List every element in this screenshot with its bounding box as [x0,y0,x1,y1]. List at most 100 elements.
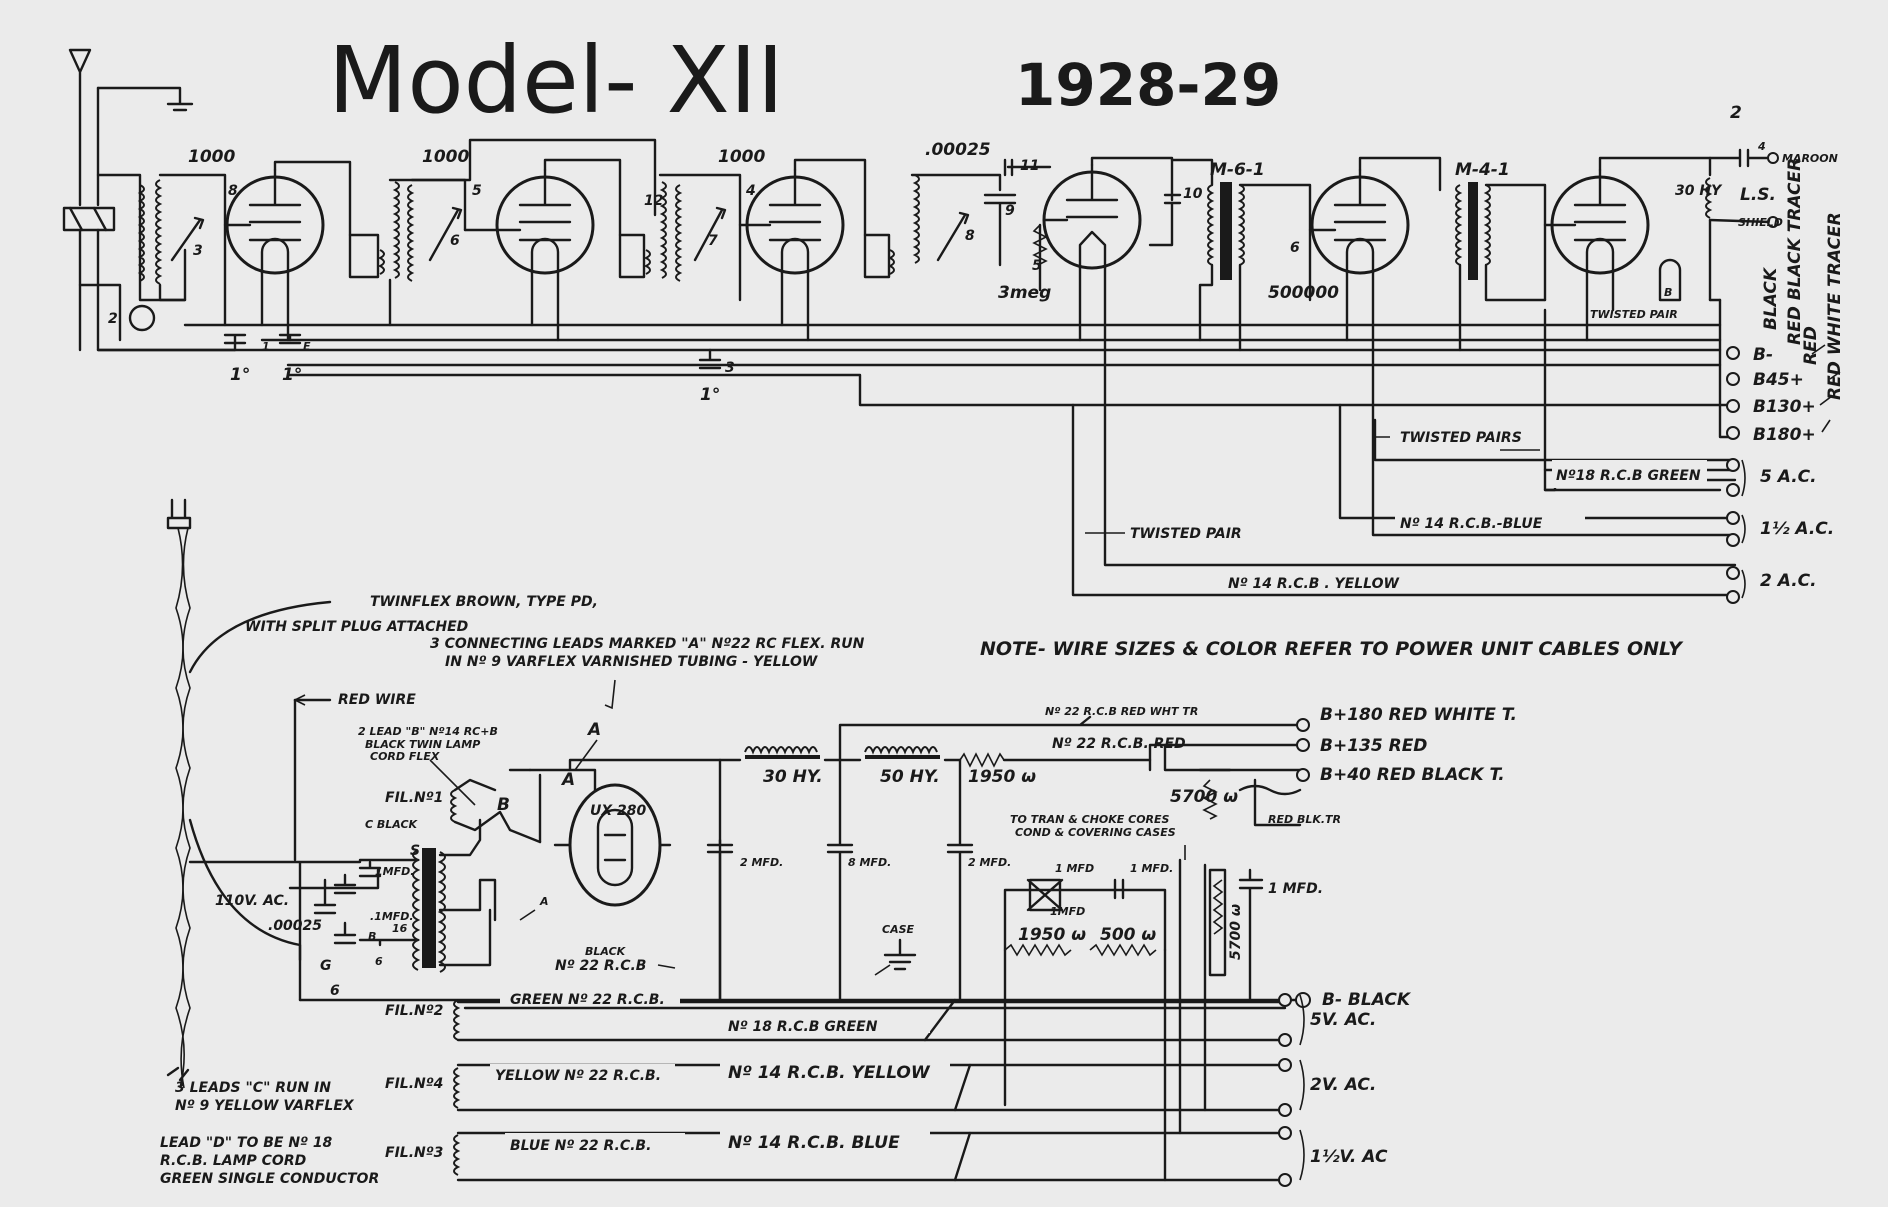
transformer-1: M-6-1 [1210,160,1265,180]
c-black: C BLACK [365,818,419,831]
ac-out-1-5v: 1½V. AC [1310,1147,1388,1167]
wire-green: Nº18 R.C.B GREEN [1556,468,1701,484]
lead-d-1: LEAD "D" TO BE Nº 18 [160,1135,333,1151]
red-black-tr: RED BLK.TR [1268,813,1341,826]
svg-text:A: A [539,895,549,908]
power-unit-schematic: TWINFLEX BROWN, TYPE PD, WITH SPLIT PLUG… [160,498,1684,1187]
filter-cap-1: 2 MFD. [740,856,783,869]
battery-b-minus: B- [1753,345,1773,365]
speaker-cap: 2 [1730,103,1742,123]
condenser-00025: .00025 [925,140,991,160]
leads-c-1: 3 LEADS "C" RUN IN [175,1080,331,1096]
wire-red: Nº 22 R.C.B. RED [1052,736,1186,752]
lead-d-3: GREEN SINGLE CONDUCTOR [160,1171,379,1187]
svg-text:9: 9 [1005,203,1015,219]
ac-out-2v: 2V. AC. [1310,1075,1376,1095]
tube-detector [1042,163,1142,352]
svg-text:8: 8 [228,183,238,199]
bypass-3: 1° [700,385,720,405]
green-no22: GREEN Nº 22 R.C.B. [510,992,665,1008]
rectifier-label: UX 280 [590,803,647,819]
svg-text:10: 10 [1183,186,1203,202]
blue-no14: Nº 14 R.C.B. BLUE [728,1133,900,1153]
antenna-symbol: 2 [62,48,237,352]
receiver-schematic: 2 3 1000 8 1000 6 5 [62,48,1845,604]
black-wire: BLACK [585,945,627,958]
battery-b180: B180+ [1753,425,1816,445]
svg-text:3: 3 [193,243,203,259]
lead-b-mark-b: B [497,795,510,815]
svg-text:B: B [1664,286,1672,299]
ac-1-5: 1½ A.C. [1760,519,1834,539]
choke-30hy: 30 HY. [763,767,823,787]
yellow-no14: Nº 14 R.C.B. YELLOW [728,1063,931,1083]
cable-red-white: RED WHITE TRACER [1825,212,1845,400]
svg-text:6: 6 [450,233,460,249]
svg-text:3: 3 [725,360,735,376]
svg-text:12: 12 [644,193,663,209]
cap-1mfd-b: .1MFD. [370,910,414,923]
side-mark-6a: 6 [330,983,340,999]
leads-c-2: Nº 9 YELLOW VARFLEX [175,1098,355,1114]
lead-d-2: R.C.B. LAMP CORD [160,1153,306,1169]
coil-value-3: 1000 [718,147,765,167]
out-b180: B+180 RED WHITE T. [1320,705,1517,725]
green-no18: Nº 18 R.C.B GREEN [728,1019,878,1035]
filter-cap-2: 8 MFD. [848,856,891,869]
wire-red-white: Nº 22 R.C.B RED WHT TR [1045,705,1198,718]
tube-5 [1308,168,1410,352]
line-voltage: 110V. AC. [215,893,289,909]
bypass-1: 1° [230,365,250,385]
svg-text:16: 16 [392,922,408,935]
power-note: NOTE- WIRE SIZES & COLOR REFER TO POWER … [980,638,1684,660]
battery-b130: B130+ [1753,397,1816,417]
years-title: 1928-29 [1015,51,1281,119]
s-mark: S [410,843,420,859]
svg-text:B: B [368,930,376,943]
svg-text:5: 5 [472,183,482,199]
wire-yellow: Nº 14 R.C.B . YELLOW [1228,576,1399,592]
battery-b45: B45+ [1753,370,1804,390]
svg-text:7: 7 [708,233,718,249]
grid-leak: 3meg [998,283,1051,303]
out-b135: B+135 RED [1320,736,1427,756]
ac-out-5v: 5V. AC. [1310,1010,1376,1030]
cable-red-black: RED BLACK TRACER [1785,158,1805,345]
cores-note-2: COND & COVERING CASES [1015,826,1176,839]
svg-text:1: 1 [262,340,270,353]
cord-note-1: TWINFLEX BROWN, TYPE PD, [370,594,598,610]
cap-00025: .00025 [268,918,322,934]
leads-a-1: 3 CONNECTING LEADS MARKED "A" Nº22 RC FL… [430,636,865,652]
speaker-lead-shield: SHIELD [1738,216,1783,229]
mfd-small-1: 1 MFD [1055,862,1094,875]
ac-2: 2 A.C. [1760,571,1817,591]
cores-note-1: TO TRAN & CHOKE CORES [1010,813,1170,826]
resistor-500000: 500000 [1268,283,1339,303]
wire-blue: Nº 14 R.C.B.-BLUE [1400,516,1543,532]
lead-b-1: 2 LEAD "B" Nº14 RC+B [358,725,498,738]
filter-cap-3: 2 MFD. [968,856,1011,869]
cable-red: RED [1801,326,1821,365]
cable-black: BLACK [1761,266,1781,330]
lead-b-2: BLACK TWIN LAMP [365,738,480,751]
fil-2-label: FIL.Nº2 [385,1003,443,1019]
out-b40: B+40 RED BLACK T. [1320,765,1505,785]
svg-text:2: 2 [108,311,118,327]
lead-b-3: CORD FLEX [370,750,440,763]
tube-2 [463,168,595,342]
choke-50hy: 50 HY. [880,767,940,787]
leads-a-2: IN Nº 9 VARFLEX VARNISHED TUBING - YELLO… [445,654,818,670]
svg-text:4: 4 [745,183,756,199]
fil-3-label: FIL.Nº3 [385,1145,443,1161]
black-no22: Nº 22 R.C.B [555,958,646,974]
lead-b-mark-a: A [560,770,575,790]
cord-note-2: WITH SPLIT PLUG ATTACHED [245,619,468,635]
svg-text:E: E [303,340,311,353]
side-mark-6b: 6 [375,955,383,968]
speaker-choke: 30 HY [1675,183,1723,199]
tube-1 [223,168,325,342]
tube-3 [738,168,845,342]
blue-no22: BLUE Nº 22 R.C.B. [510,1138,651,1154]
res-1950b: 1950 ω [1018,925,1086,945]
